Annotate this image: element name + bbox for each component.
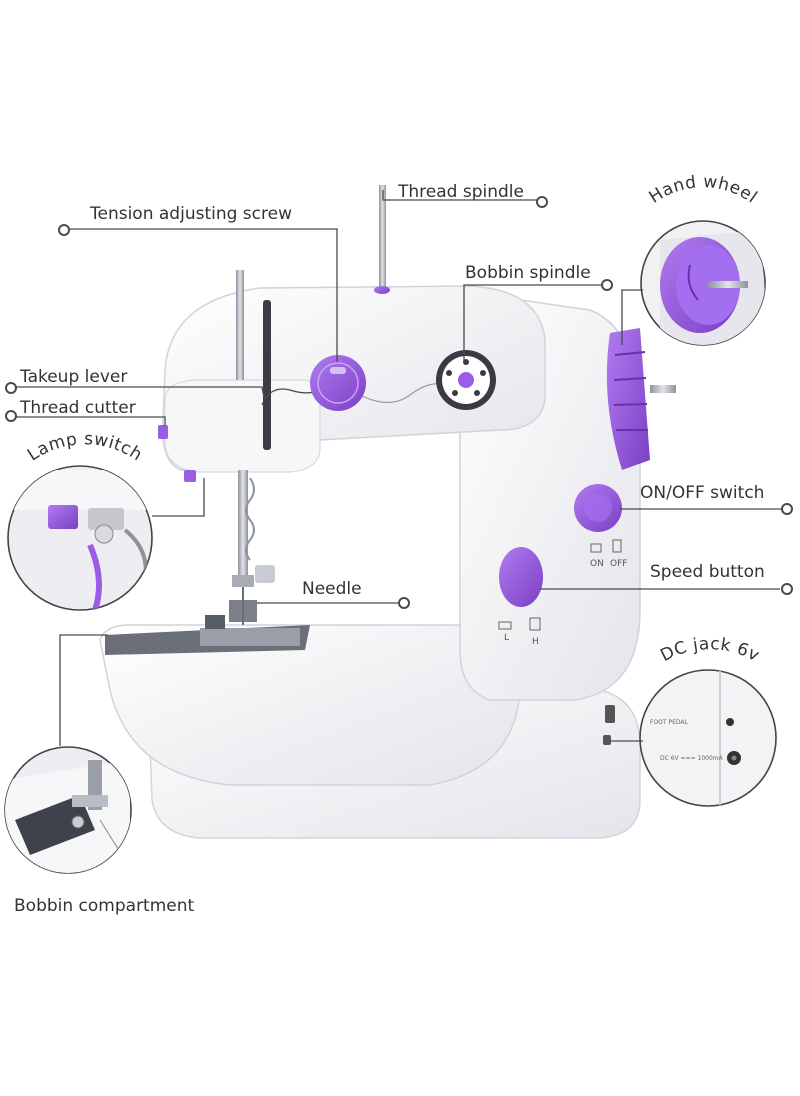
- speed-button-label: Speed button: [650, 562, 765, 582]
- on-symbol: [590, 543, 602, 553]
- foot-pedal-jack-small[interactable]: [603, 735, 611, 745]
- on-marking: ON: [590, 559, 604, 569]
- foot-pedal-marking: FOOT PEDAL: [650, 719, 688, 726]
- takeup-lever-slot: [263, 300, 271, 450]
- dc-rating-marking: DC 6V === 1000mA: [660, 755, 724, 762]
- low-symbol: [498, 621, 512, 630]
- presser-bar: [236, 270, 244, 380]
- off-symbol: [612, 539, 622, 553]
- dc-jack-small[interactable]: [605, 705, 615, 723]
- lamp-switch-inset: [7, 465, 153, 611]
- thread-cutter-small[interactable]: [184, 470, 196, 482]
- thread-cutter-label: Thread cutter: [19, 398, 136, 418]
- dc-jack-inset: FOOT PEDAL DC 6V === 1000mA: [639, 669, 777, 807]
- high-marking: H: [532, 637, 539, 647]
- takeup-lever-label: Takeup lever: [19, 367, 127, 387]
- thread-spindle-label: Thread spindle: [397, 182, 524, 202]
- speed-button[interactable]: [499, 547, 543, 607]
- on-off-switch[interactable]: [574, 484, 622, 532]
- dc-jack-label-curved: DC jack 6v: [657, 634, 762, 666]
- tension-adjusting-screw-label: Tension adjusting screw: [89, 204, 292, 224]
- hand-wheel-inset: [640, 220, 766, 346]
- machine-body: [99, 285, 641, 839]
- on-off-switch-label: ON/OFF switch: [640, 483, 764, 503]
- tension-knob-icon[interactable]: [310, 355, 366, 411]
- bobbin-icon[interactable]: [436, 350, 496, 410]
- lamp-switch-label-curved: Lamp switch: [24, 429, 146, 465]
- leader-lines: [5, 190, 793, 746]
- off-marking: OFF: [610, 559, 627, 569]
- low-marking: L: [504, 633, 509, 643]
- lamp-switch-small[interactable]: [158, 425, 168, 439]
- thread-spindle[interactable]: [374, 185, 390, 294]
- bobbin-compartment-label: Bobbin compartment: [14, 896, 195, 916]
- high-symbol: [529, 617, 541, 631]
- needle-icon[interactable]: [229, 470, 275, 625]
- needle-label: Needle: [302, 579, 362, 599]
- hand-wheel[interactable]: [606, 328, 676, 470]
- bobbin-spindle-label: Bobbin spindle: [465, 263, 591, 283]
- thread-path-2: [359, 383, 446, 404]
- bobbin-compartment-inset: [4, 746, 132, 874]
- hand-wheel-label-curved: Hand wheel: [646, 172, 761, 208]
